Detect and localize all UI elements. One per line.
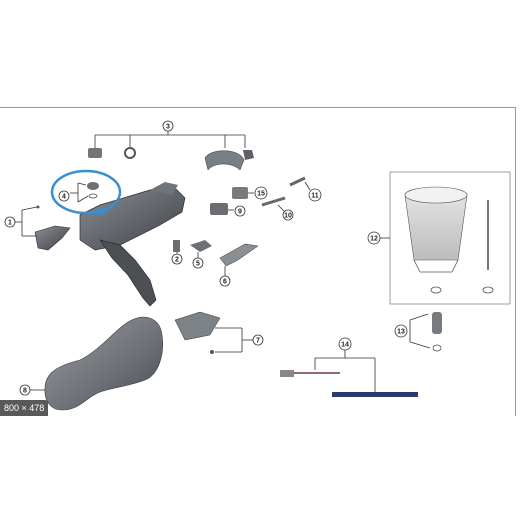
- diagram-border: [0, 107, 516, 416]
- callout-12: 12: [370, 236, 378, 243]
- part-1-cap: 1: [4, 205, 71, 251]
- part-10-cable-end: 10: [261, 196, 294, 221]
- callout-13: 13: [397, 329, 405, 336]
- callout-5: 5: [196, 261, 200, 268]
- part-12-reservoir-kit: 12: [367, 171, 511, 305]
- callout-15: 15: [257, 191, 265, 198]
- part-5-clip: 5: [190, 240, 212, 269]
- callout-2: 2: [175, 257, 179, 264]
- callout-6: 6: [223, 279, 227, 286]
- part-8-hood: 8: [19, 316, 163, 411]
- callout-11: 11: [311, 193, 319, 200]
- part-2-spring: 2: [171, 240, 183, 265]
- image-size-badge: 800 × 478: [0, 400, 49, 416]
- callout-14: 14: [341, 342, 349, 349]
- part-13-bleed-cup: 13: [394, 312, 442, 352]
- callout-4: 4: [62, 194, 66, 201]
- part-3-bolt-set: 3: [88, 120, 254, 171]
- callout-1: 1: [8, 220, 12, 227]
- callout-7: 7: [256, 338, 260, 345]
- callout-10: 10: [284, 213, 292, 220]
- part-6-bracket: 6: [219, 243, 259, 287]
- part-7-plate: 7: [174, 311, 264, 354]
- magnifier-circle-icon: [50, 169, 122, 215]
- part-11-adjuster: 11: [289, 176, 322, 202]
- part-15-pin: 15: [232, 186, 268, 200]
- callout-8: 8: [23, 388, 27, 395]
- part-14-hose: 14: [280, 337, 418, 397]
- part-9-washer: 9: [210, 203, 246, 217]
- callout-3: 3: [166, 124, 170, 131]
- part-4-cap-highlight: 4: [50, 169, 122, 215]
- lever-body: [79, 182, 186, 307]
- callout-9: 9: [238, 209, 242, 216]
